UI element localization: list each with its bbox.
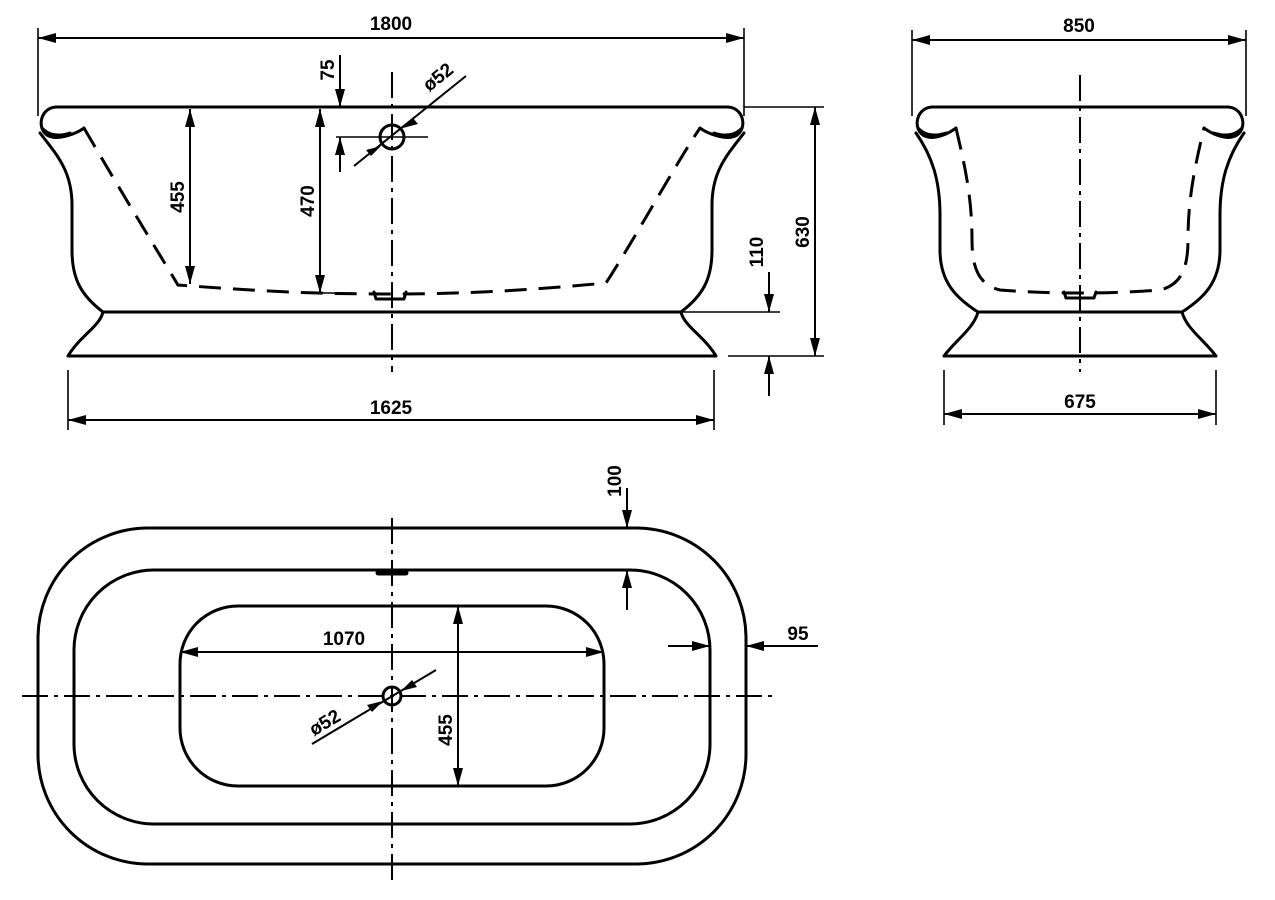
- dim-inner-depth-center: 470: [298, 185, 319, 217]
- side-dimensions: 850 675: [911, 16, 1247, 425]
- dim-inner-depth-side: 455: [168, 181, 189, 213]
- front-elevation: [38, 72, 746, 372]
- dim-rim-width-end: 100: [605, 465, 626, 497]
- dim-overall-width: 850: [1063, 16, 1095, 37]
- dim-base-width: 675: [1064, 392, 1096, 413]
- plan-view: [22, 518, 772, 886]
- dim-base-length: 1625: [370, 398, 413, 419]
- dim-waste-diameter: ø52: [419, 59, 458, 96]
- front-dimensions: 1800 1625 455 470 75 ø52 110: [37, 14, 824, 430]
- dim-basin-width: 455: [436, 714, 457, 746]
- dim-rim-width-side: 95: [787, 624, 809, 645]
- dim-overall-height: 630: [793, 216, 814, 248]
- dim-plinth-height: 110: [747, 237, 768, 268]
- dim-basin-length: 1070: [323, 629, 365, 650]
- dim-waste-offset: 75: [318, 59, 339, 81]
- dim-plan-waste-diameter: ø52: [306, 706, 345, 741]
- plan-dimensions: 100 95 1070 455 ø52: [180, 465, 818, 786]
- dim-overall-length: 1800: [370, 14, 412, 35]
- side-elevation: [914, 75, 1246, 372]
